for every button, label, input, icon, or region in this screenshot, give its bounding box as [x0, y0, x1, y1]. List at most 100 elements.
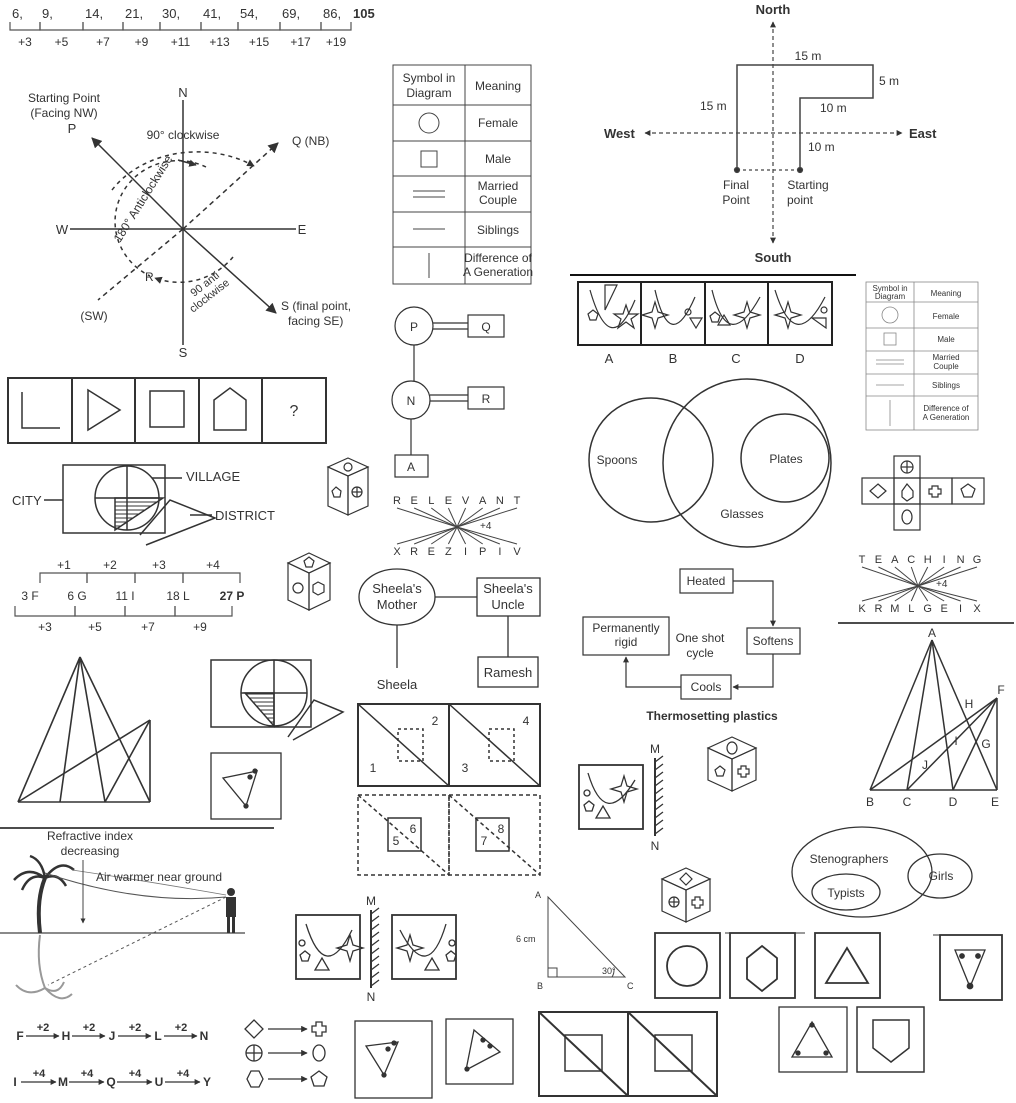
meaning-female: Female — [478, 116, 518, 130]
ramesh-label: Ramesh — [484, 665, 532, 680]
triangle-dots-panel-1 — [210, 752, 282, 820]
tree-p-label: P — [410, 320, 418, 334]
dist-5m: 5 m — [879, 74, 899, 88]
series-term: 86, — [323, 6, 341, 21]
tri-label-e: E — [991, 795, 999, 809]
series-term: 30, — [162, 6, 180, 21]
fold-num-1: 1 — [370, 761, 377, 775]
final-point-label-2: Point — [722, 193, 750, 207]
code-line — [878, 585, 919, 602]
triangle-count-figure — [869, 639, 998, 791]
series-diff: +5 — [55, 35, 69, 49]
code-top-letter: A — [479, 495, 487, 507]
tri-label-c: C — [903, 795, 912, 809]
mirror-figure-2 — [295, 907, 457, 988]
compass-turn-diagram — [70, 100, 296, 345]
series-letter: M — [58, 1075, 68, 1089]
meaning-siblings: Siblings — [477, 223, 519, 237]
person-icon — [226, 888, 236, 933]
tree-n-label: N — [407, 394, 416, 408]
meaning-married-1: Married — [478, 179, 519, 193]
series-bracket — [237, 22, 281, 31]
code-top-letter: A — [891, 554, 899, 566]
series-letter: U — [155, 1075, 164, 1089]
venn-figure-2 — [210, 659, 345, 741]
starting-point-dot — [796, 166, 804, 174]
right-triangle — [547, 895, 627, 978]
series-letter: J — [109, 1029, 116, 1043]
refractive-label-2: decreasing — [61, 844, 120, 858]
alpha-number-series: +1 +2 +3 +4 3 F 6 G 11 I 18 L 27 P +3 +5… — [14, 558, 244, 634]
one-shot-label-2: cycle — [686, 646, 714, 660]
tri-label-j: J — [922, 758, 928, 772]
shift-label: +2 — [129, 1022, 142, 1034]
code-line — [430, 507, 458, 528]
code-top-letter: C — [907, 554, 915, 566]
dashed-to-q — [182, 142, 279, 230]
small-meaning-married-1: Married — [932, 353, 959, 362]
small-header-symbol-2: Diagram — [875, 292, 906, 301]
village-label: VILLAGE — [186, 469, 241, 484]
rigid-label-1: Permanently — [592, 621, 659, 635]
missing-figure-label: ? — [290, 403, 299, 420]
dice-cube-4 — [660, 867, 712, 923]
series-term: 14, — [85, 6, 103, 21]
fold-num-2: 2 — [432, 714, 439, 728]
term-1: 3 F — [21, 589, 38, 603]
code-bottom-letter: I — [959, 603, 962, 615]
rigid-label-2: rigid — [615, 635, 638, 649]
series-diff: +11 — [171, 35, 191, 49]
code-top-letter: E — [875, 554, 882, 566]
code-line — [413, 526, 458, 545]
point-p-label: P — [68, 121, 77, 136]
refractive-label-1: Refractive index — [47, 829, 133, 843]
small-meaning-married-2: Couple — [933, 362, 959, 371]
final-point-label-1: Final — [723, 178, 749, 192]
series-letter: Y — [203, 1075, 211, 1089]
fold-num-6: 6 — [410, 822, 417, 836]
code-top-letter: L — [428, 495, 434, 507]
cools-label: Cools — [691, 680, 722, 694]
code-bottom-letter: X — [973, 603, 981, 615]
tri-label-g: G — [981, 737, 990, 751]
small-meaning-generation-2: A Generation — [923, 413, 970, 422]
series-term: 21, — [125, 6, 143, 21]
stenographers-label: Stenographers — [810, 852, 889, 866]
table-header-symbol-1: Symbol in — [403, 71, 456, 85]
number-series: 6,9,14,21,30,41,54,69,86,105 +3+5+7+9+11… — [9, 6, 375, 49]
code-line — [917, 585, 929, 602]
walked-path — [736, 64, 874, 170]
code-line — [456, 507, 501, 528]
heated-label: Heated — [687, 574, 726, 588]
mirage-diagram: Refractive index decreasing Air warmer n… — [0, 829, 245, 1000]
sheela-uncle-label-2: Uncle — [491, 597, 524, 612]
family-tree-pqnra — [391, 306, 505, 478]
fold-num-5: 5 — [393, 834, 400, 848]
series-term: 69, — [282, 6, 300, 21]
shift-label: +2 — [37, 1022, 50, 1034]
code-top-letter: T — [514, 495, 521, 507]
meaning-married-2: Couple — [479, 193, 517, 207]
shift-label: +2 — [175, 1022, 188, 1034]
shield-panel — [856, 1006, 925, 1073]
code-bottom-letter: E — [940, 603, 947, 615]
code-top-letter: G — [973, 554, 982, 566]
code-line — [456, 526, 467, 545]
code-bottom-letter: P — [479, 546, 486, 558]
compass-s-label: S — [179, 345, 188, 360]
series-letter: L — [154, 1029, 161, 1043]
code-line — [917, 566, 945, 587]
venn-spoons-label: Spoons — [597, 453, 638, 467]
west-label: West — [604, 126, 635, 141]
meaning-male: Male — [485, 152, 511, 166]
circle-icon — [418, 112, 440, 134]
compass-e-label: E — [298, 222, 307, 237]
palm-reflection-icon — [15, 934, 73, 1000]
rt-b-label: B — [537, 981, 543, 991]
thermo-cycle — [582, 568, 801, 700]
number-diff-1: +3 — [38, 620, 52, 634]
code-bottom-letter: V — [513, 546, 521, 558]
direction-map: North South West East 15 m 5 m 15 m 10 m… — [604, 2, 937, 265]
diagonal-squares — [538, 1011, 718, 1097]
